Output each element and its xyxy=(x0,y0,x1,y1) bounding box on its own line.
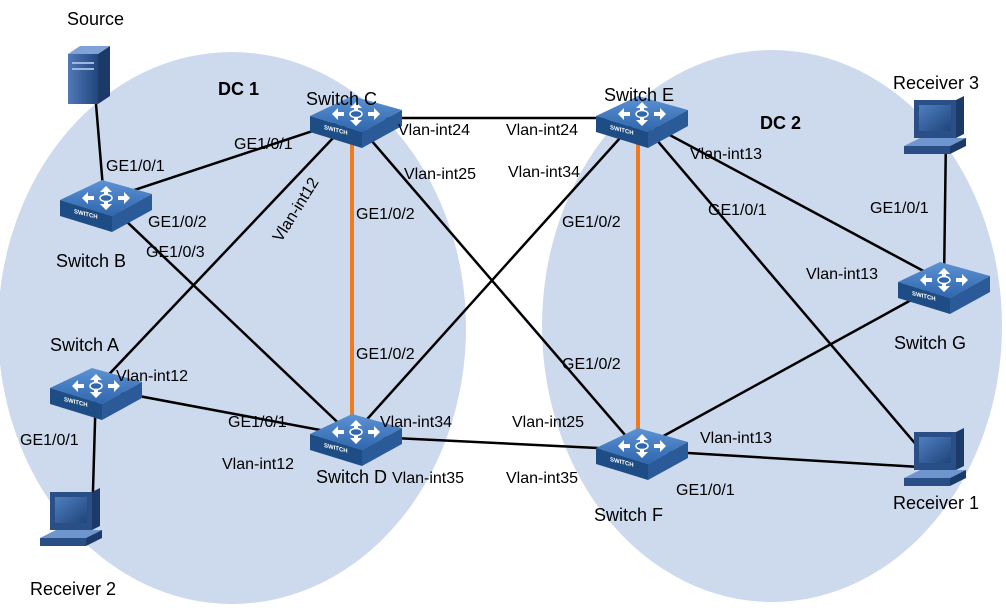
e-vlan34-label: Vlan-int34 xyxy=(508,164,581,181)
b-ge102-label: GE1/0/2 xyxy=(148,214,207,231)
d-ge101-label: GE1/0/1 xyxy=(228,414,287,431)
c-vlan25-label: Vlan-int25 xyxy=(404,166,477,183)
c-ge102-label: GE1/0/2 xyxy=(356,206,415,223)
f-ge101-label: GE1/0/1 xyxy=(676,482,735,499)
switch-c-label: Switch C xyxy=(306,89,378,109)
e-ge102-label: GE1/0/2 xyxy=(562,214,621,231)
c-ge101-label: GE1/0/1 xyxy=(234,136,293,153)
switch-b-label: Switch B xyxy=(56,251,127,271)
link-switch-c-switch-f xyxy=(351,117,639,451)
dc2-label: DC 2 xyxy=(760,113,802,133)
a-ge101-label: GE1/0/1 xyxy=(20,432,79,449)
d-vlan12-label: Vlan-int12 xyxy=(222,456,295,473)
d-vlan35-label: Vlan-int35 xyxy=(392,470,465,487)
f-vlan25-label: Vlan-int25 xyxy=(512,414,585,431)
switch-a-label: Switch A xyxy=(50,335,120,355)
g-vlan13-label: Vlan-int13 xyxy=(806,266,879,283)
link-switch-b-switch-d xyxy=(103,199,353,437)
link-switch-d-switch-e xyxy=(351,117,639,437)
e-ge101-label: GE1/0/1 xyxy=(708,202,767,219)
receiver-3-label: Receiver 3 xyxy=(893,73,980,93)
g-ge101-label: GE1/0/1 xyxy=(870,200,929,217)
receiver-1-label: Receiver 1 xyxy=(893,493,980,513)
d-vlan34-label: Vlan-int34 xyxy=(380,414,453,431)
link-switch-e-switch-g xyxy=(637,116,945,284)
d-ge102-label: GE1/0/2 xyxy=(356,346,415,363)
link-switch-f-switch-g xyxy=(637,280,945,452)
a-vlan12-label: Vlan-int12 xyxy=(116,368,189,385)
b-ge101-label: GE1/0/1 xyxy=(106,158,165,175)
switch-d-label: Switch D xyxy=(316,467,388,487)
source-server-icon xyxy=(68,46,110,104)
f-vlan13-label: Vlan-int13 xyxy=(700,430,773,447)
link-switch-g-receiver-3 xyxy=(942,133,948,283)
source-label: Source xyxy=(67,9,125,29)
switch-f-label: Switch F xyxy=(594,505,664,525)
c-vlan24-label: Vlan-int24 xyxy=(398,122,471,139)
switch-g-label: Switch G xyxy=(894,333,967,353)
e-vlan13-label: Vlan-int13 xyxy=(690,146,763,163)
dc1-label: DC 1 xyxy=(218,79,260,99)
e-vlan24-label: Vlan-int24 xyxy=(506,122,579,139)
receiver-2-label: Receiver 2 xyxy=(30,579,117,599)
switch-e-label: Switch E xyxy=(604,85,675,105)
f-ge102-label: GE1/0/2 xyxy=(562,356,621,373)
link-switch-e-receiver-1 xyxy=(637,117,937,469)
f-vlan35-label: Vlan-int35 xyxy=(506,470,579,487)
b-ge103-label: GE1/0/3 xyxy=(146,244,205,261)
link-switch-a-switch-c xyxy=(95,117,353,389)
